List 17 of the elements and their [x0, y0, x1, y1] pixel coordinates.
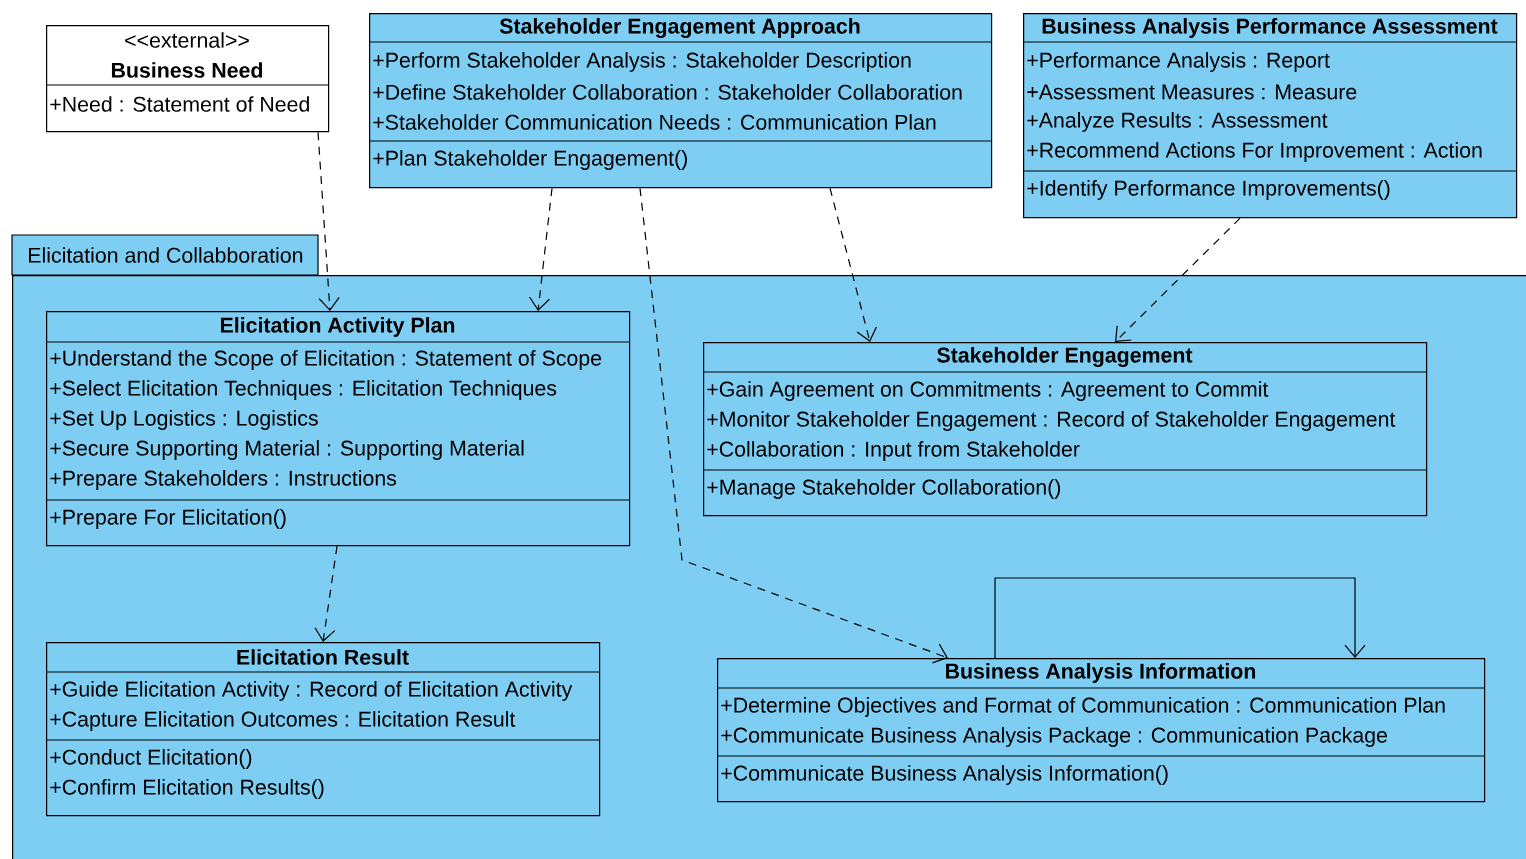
attribute-text: +Perform Stakeholder Analysis : Stakeholder Description — [373, 52, 911, 72]
operation-text: +Identify Performance Improvements() — [1027, 180, 1390, 200]
attribute-text: +Performance Analysis : Report — [1027, 52, 1330, 72]
attribute-text: +Define Stakeholder Collaboration : Stakeholder Collaboration — [373, 84, 962, 100]
dependency-arrow — [528, 187, 553, 311]
class-name: Business Need — [111, 62, 263, 78]
attribute-text: +Assessment Measures : Measure — [1027, 84, 1357, 100]
stereotype-label: <<external>> — [125, 32, 249, 48]
package-name: Elicitation and Collabboration — [29, 247, 303, 263]
operation-text: +Plan Stakeholder Engagement() — [373, 150, 687, 170]
attribute-text: +Recommend Actions For Improvement : Action — [1027, 142, 1482, 162]
dependency-arrow — [317, 131, 340, 311]
attribute-text: +Analyze Results : Assessment — [1027, 112, 1328, 132]
class-name: Business Analysis Performance Assessment — [1042, 18, 1498, 38]
attribute-text: +Stakeholder Communication Needs : Communication Plan — [373, 114, 936, 130]
class-name: Stakeholder Engagement Approach — [499, 18, 860, 38]
attribute-text: +Need : Statement of Need — [50, 96, 309, 112]
